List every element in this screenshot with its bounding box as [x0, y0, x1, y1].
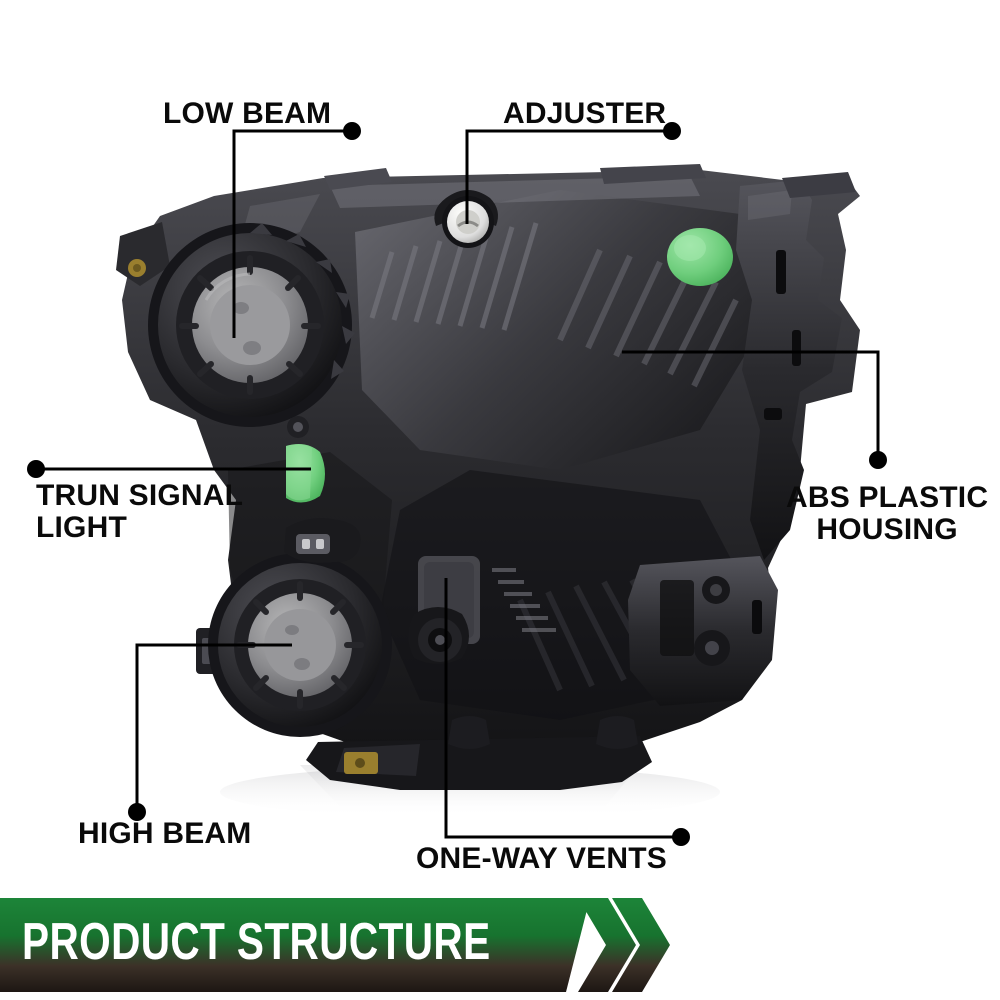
- banner-chevron-2: [612, 898, 670, 992]
- leader-line-one-way-vents: [444, 578, 681, 839]
- product-structure-banner: [0, 898, 670, 992]
- low-beam-bulb-cap: [148, 223, 355, 427]
- wiring-connector: [284, 416, 361, 563]
- banner-title: PRODUCT STRUCTURE: [22, 913, 491, 971]
- mounting-bracket-lower-right: [628, 556, 778, 706]
- callout-label-turn-signal-light: TRUN SIGNAL LIGHT: [36, 479, 244, 544]
- one-way-vent: [408, 556, 480, 664]
- callout-label-low-beam: LOW BEAM: [163, 97, 332, 130]
- leader-dot-adjuster: [663, 122, 681, 140]
- leader-dot-low-beam: [343, 122, 361, 140]
- leader-dot-high-beam: [128, 803, 146, 821]
- left-mount-tab: [116, 222, 170, 286]
- green-cap-upper: [667, 228, 733, 286]
- leader-dot-one-way-vents: [672, 828, 690, 846]
- leader-line-low-beam: [232, 129, 352, 338]
- leader-dot-abs-housing: [869, 451, 887, 469]
- callout-label-one-way-vents: ONE-WAY VENTS: [416, 842, 667, 875]
- turn-signal-green-cap: [286, 444, 325, 503]
- high-beam-bulb-cap: [208, 553, 392, 737]
- callout-label-adjuster: ADJUSTER: [503, 97, 667, 130]
- leader-line-high-beam: [135, 643, 292, 812]
- callout-label-high-beam: HIGH BEAM: [78, 817, 252, 850]
- leader-line-abs-housing: [622, 350, 880, 460]
- mounting-bracket-right: [736, 180, 842, 560]
- banner-bar: [0, 898, 590, 992]
- callout-label-abs-plastic-housing: ABS PLASTIC HOUSING: [786, 481, 989, 546]
- bottom-mounting-foot: [306, 716, 652, 790]
- leader-line-adjuster: [465, 129, 672, 224]
- top-edge-rails: [324, 164, 856, 198]
- leader-dot-turn-signal: [27, 460, 45, 478]
- banner-chevron-1: [578, 898, 636, 992]
